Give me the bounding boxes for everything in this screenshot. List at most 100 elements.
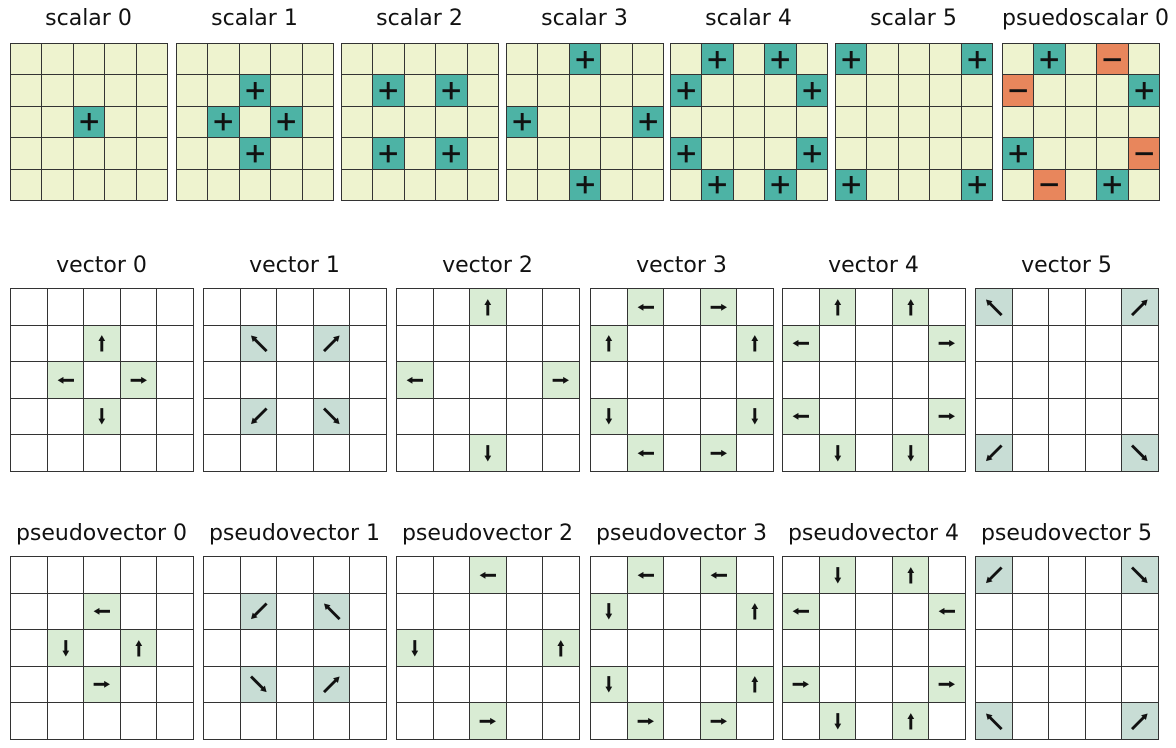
grid-cell (1096, 105, 1129, 139)
panel-title: scalar 3 (541, 6, 628, 31)
grid-cell (156, 629, 194, 667)
grid-cell (663, 324, 701, 363)
arrow-up-icon (751, 676, 759, 693)
arrow-right-icon (939, 339, 956, 347)
arrow-downright-icon (249, 675, 267, 693)
panel-title: pseudovector 2 (401, 521, 574, 546)
stencil-grid (1002, 43, 1160, 201)
grid-cell (341, 168, 374, 201)
grid-cell (119, 288, 158, 326)
grid-cell (276, 592, 314, 631)
grid-cell (1084, 434, 1123, 472)
panel-title: scalar 0 (45, 6, 132, 31)
grid-cell (156, 592, 194, 631)
grid-cell (1048, 556, 1086, 594)
grid-cell (83, 702, 121, 740)
plus-cell (795, 137, 828, 170)
grid-cell (1011, 288, 1050, 326)
grid-cell (1084, 324, 1123, 363)
arrow-cell-upleft (975, 288, 1013, 326)
grid-cell (239, 556, 278, 594)
grid-cell (929, 168, 962, 201)
grid-cell (119, 324, 158, 363)
grid-cell (1084, 702, 1123, 740)
grid-cell (372, 168, 405, 201)
arrow-upleft-icon (323, 603, 341, 621)
stencil-grid (341, 43, 499, 201)
grid-cell (1048, 434, 1086, 472)
arrow-upleft-icon (985, 713, 1003, 731)
arrow-cell-left (46, 361, 85, 399)
arrow-cell-upleft (975, 702, 1013, 740)
grid-cell (276, 288, 314, 326)
arrow-left-icon (710, 571, 727, 579)
grid-cell (764, 74, 797, 107)
grid-cell (10, 324, 48, 363)
panel-title: pseudovector 1 (208, 521, 381, 546)
arrow-cell-up (469, 288, 507, 326)
plus-cell (764, 168, 797, 201)
arrow-right-icon (479, 717, 497, 725)
plus-icon (442, 144, 461, 163)
grid-cell (1011, 361, 1050, 399)
grid-cell (631, 43, 664, 76)
panel-title: scalar 2 (376, 6, 463, 31)
plus-icon (442, 81, 461, 100)
grid-cell (929, 105, 962, 139)
arrow-left-icon (406, 376, 423, 384)
arrow-cell-downright (239, 665, 278, 704)
grid-cell (349, 629, 387, 667)
grid-cell (1064, 137, 1098, 170)
plus-icon (968, 176, 986, 194)
arrow-cell-down (891, 434, 930, 472)
grid-cell (10, 397, 48, 436)
arrow-right-icon (130, 376, 147, 384)
grid-cell (270, 74, 303, 107)
arrow-up-icon (484, 298, 492, 315)
grid-cell (432, 665, 471, 704)
grid-cell (699, 592, 738, 631)
plus-cell (960, 43, 993, 76)
grid-cell (866, 137, 899, 170)
grid-cell (505, 324, 544, 363)
plus-icon (1040, 50, 1059, 68)
arrow-cell-right (542, 361, 580, 399)
arrow-cell-right (699, 434, 738, 472)
arrow-left-icon (637, 449, 654, 457)
arrow-cell-downright (1121, 556, 1159, 594)
grid-cell (855, 434, 893, 472)
arrow-cell-right (782, 665, 820, 704)
arrow-cell-left (782, 324, 820, 363)
grid-cell (866, 105, 899, 139)
grid-cell (897, 74, 931, 107)
grid-cell (663, 665, 701, 704)
plus-cell (372, 74, 405, 107)
grid-cell (1002, 43, 1035, 76)
grid-cell (104, 74, 137, 107)
stencil-grid (975, 288, 1159, 472)
grid-cell (663, 592, 701, 631)
grid-cell (505, 702, 544, 740)
grid-cell (506, 43, 539, 76)
grid-cell (432, 288, 471, 326)
grid-cell (312, 288, 351, 326)
grid-cell (764, 137, 797, 170)
grid-cell (631, 74, 664, 107)
arrow-upleft-icon (985, 298, 1003, 316)
grid-cell (1084, 397, 1123, 436)
minus-icon (1135, 151, 1153, 155)
plus-icon (576, 176, 594, 194)
arrow-cell-down (469, 434, 507, 472)
grid-cell (119, 397, 158, 436)
arrow-cell-downright (1121, 434, 1159, 472)
grid-cell (1011, 665, 1050, 704)
grid-cell (1033, 74, 1066, 107)
arrow-cell-upright (1121, 702, 1159, 740)
arrow-cell-right (83, 665, 121, 704)
grid-cell (72, 168, 106, 201)
grid-cell (432, 397, 471, 436)
arrow-cell-up (736, 592, 774, 631)
grid-cell (135, 43, 168, 76)
arrow-cell-down (590, 397, 628, 436)
grid-cell (590, 361, 628, 399)
